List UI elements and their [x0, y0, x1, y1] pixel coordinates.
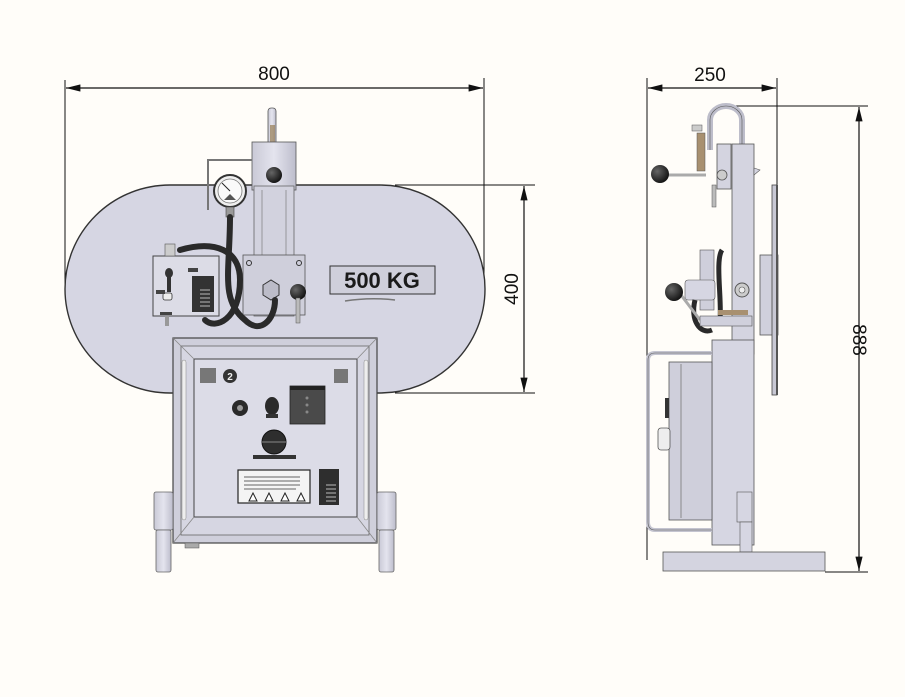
lifting-assembly: [242, 107, 306, 324]
main-housing: 2: [172, 337, 378, 549]
dimension-pad-height-label: 400: [502, 273, 523, 305]
qr-code-icon: [334, 369, 348, 383]
dimension-total-height-label: 888: [848, 324, 869, 356]
warning-triangle-icon: [264, 491, 274, 502]
warning-triangle-icon: [296, 491, 306, 502]
valve-knob-icon[interactable]: [290, 284, 306, 300]
release-knob-icon[interactable]: [651, 165, 669, 183]
vacuum-gauge: [207, 159, 252, 218]
warning-label: [237, 469, 311, 504]
release-knob-icon[interactable]: [266, 167, 282, 183]
dimension-pad-height: 400: [395, 184, 535, 394]
support-legs: [153, 491, 397, 573]
front-view: 800 400 500 KG: [64, 64, 535, 573]
qr-code-icon: [200, 368, 216, 383]
left-control-box: [152, 243, 220, 326]
capacity-label: 500 KG: [344, 268, 420, 293]
info-plate: [319, 469, 339, 505]
dimension-width-label: 800: [258, 64, 290, 85]
toggle-switch-icon[interactable]: [265, 397, 279, 415]
dimension-total-height: 888: [727, 105, 869, 573]
warning-triangle-icon: [280, 491, 290, 502]
warning-triangle-icon: [248, 491, 258, 502]
valve-knob-icon[interactable]: [665, 283, 683, 301]
dimension-depth-label: 250: [694, 65, 726, 86]
panel-badge-number: 2: [227, 372, 233, 383]
side-view: 250 888: [646, 65, 869, 573]
dimension-width: 800: [64, 64, 485, 290]
